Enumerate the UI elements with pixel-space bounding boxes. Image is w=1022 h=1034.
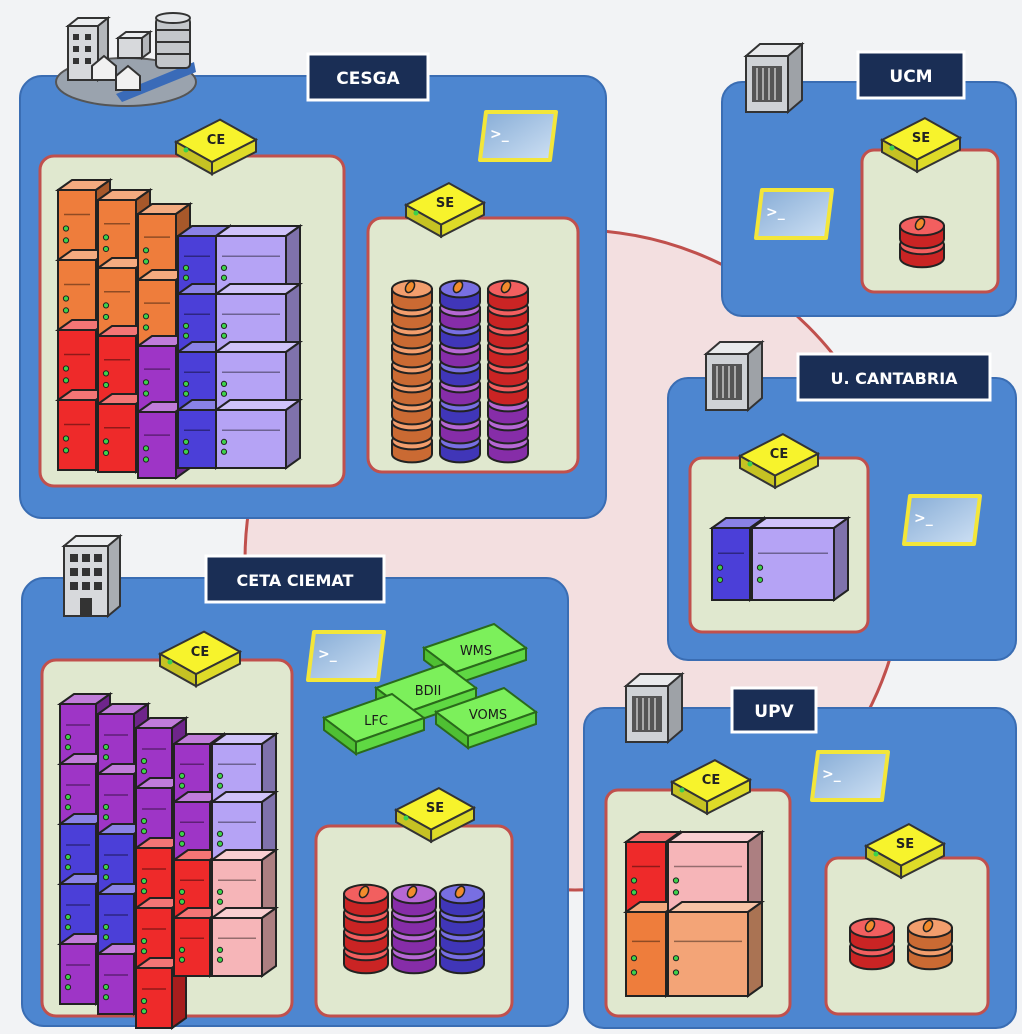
site-label-cesga: CESGA	[306, 52, 430, 102]
se-badge: SE	[403, 182, 487, 239]
disk-stack-icon	[439, 279, 481, 464]
service-voms: VOMS	[433, 686, 539, 750]
badge-label: SE	[436, 196, 454, 211]
cpu-racks	[622, 830, 766, 998]
city-buildings-icon	[55, 12, 197, 107]
server-rack-icon	[208, 906, 280, 978]
server-icon	[743, 41, 805, 115]
service-label: VOMS	[469, 708, 507, 723]
terminal-icon[interactable]: >_	[754, 188, 834, 240]
site-label-ciemat: CETA CIEMAT	[204, 554, 386, 604]
badge-label: CE	[207, 133, 225, 148]
site-name: CETA CIEMAT	[237, 571, 354, 590]
disk-stacks	[343, 883, 485, 975]
service-label: LFC	[364, 714, 388, 729]
ce-badge: CE	[157, 630, 243, 688]
terminal-icon[interactable]: >_	[306, 630, 386, 682]
service-label: BDII	[415, 684, 442, 699]
disk-stack-icon	[343, 883, 389, 975]
site-cesga	[19, 75, 607, 519]
terminal-icon[interactable]: >_	[902, 494, 982, 546]
terminal-prompt: >_	[766, 204, 785, 220]
service-label: WMS	[460, 644, 492, 659]
badge-label: SE	[912, 131, 930, 146]
disk-stack-icon	[899, 215, 945, 269]
server-rack-icon	[212, 340, 304, 412]
disk-stacks	[899, 215, 945, 269]
site-label-cantabria: U. CANTABRIA	[796, 352, 992, 402]
disk-stacks	[849, 917, 953, 971]
server-rack-icon	[664, 900, 766, 998]
badge-label: SE	[896, 837, 914, 852]
disk-stack-icon	[439, 883, 485, 975]
server-icon	[703, 339, 765, 413]
terminal-prompt: >_	[490, 126, 509, 142]
cpu-racks	[54, 178, 304, 480]
site-name: UPV	[754, 702, 794, 722]
badge-label: CE	[702, 773, 720, 788]
server-rack-icon	[664, 830, 766, 914]
disk-stack-icon	[391, 279, 433, 464]
site-label-upv: UPV	[730, 686, 818, 734]
disk-stack-icon	[391, 883, 437, 975]
terminal-layer: >_ >_ >_ >_ >_	[306, 110, 982, 802]
se-badge: SE	[863, 823, 947, 880]
badge-label: CE	[770, 447, 788, 462]
site-name: CESGA	[336, 69, 400, 89]
se-badge: SE	[879, 117, 963, 174]
disk-stack-icon	[849, 917, 895, 971]
disk-stacks	[391, 279, 529, 464]
cpu-racks	[708, 516, 852, 602]
site-label-ucm: UCM	[856, 50, 966, 100]
disk-stack-icon	[907, 917, 953, 971]
terminal-icon[interactable]: >_	[810, 750, 890, 802]
server-icon	[623, 671, 685, 745]
server-rack-icon	[748, 516, 852, 602]
server-rack-icon	[212, 224, 304, 296]
ce-badge: CE	[173, 118, 259, 176]
site-name: UCM	[889, 67, 932, 87]
cpu-racks	[56, 692, 280, 1030]
ce-badge: CE	[669, 759, 753, 816]
se-badge: SE	[393, 787, 477, 844]
service-lfc: LFC	[321, 692, 427, 756]
badge-layer: CE SE SE CE CE SE CE SE	[157, 117, 963, 880]
badge-label: CE	[191, 645, 209, 660]
server-rack-icon	[212, 398, 304, 470]
terminal-icon[interactable]: >_	[478, 110, 558, 162]
office-building-icon	[61, 533, 123, 619]
terminal-prompt: >_	[914, 510, 933, 526]
site-upv	[583, 707, 1017, 1029]
ce-badge: CE	[737, 433, 821, 490]
site-name: U. CANTABRIA	[830, 369, 958, 388]
badge-label: SE	[426, 801, 444, 816]
terminal-prompt: >_	[822, 766, 841, 782]
disk-stack-icon	[487, 279, 529, 464]
terminal-prompt: >_	[318, 646, 337, 662]
